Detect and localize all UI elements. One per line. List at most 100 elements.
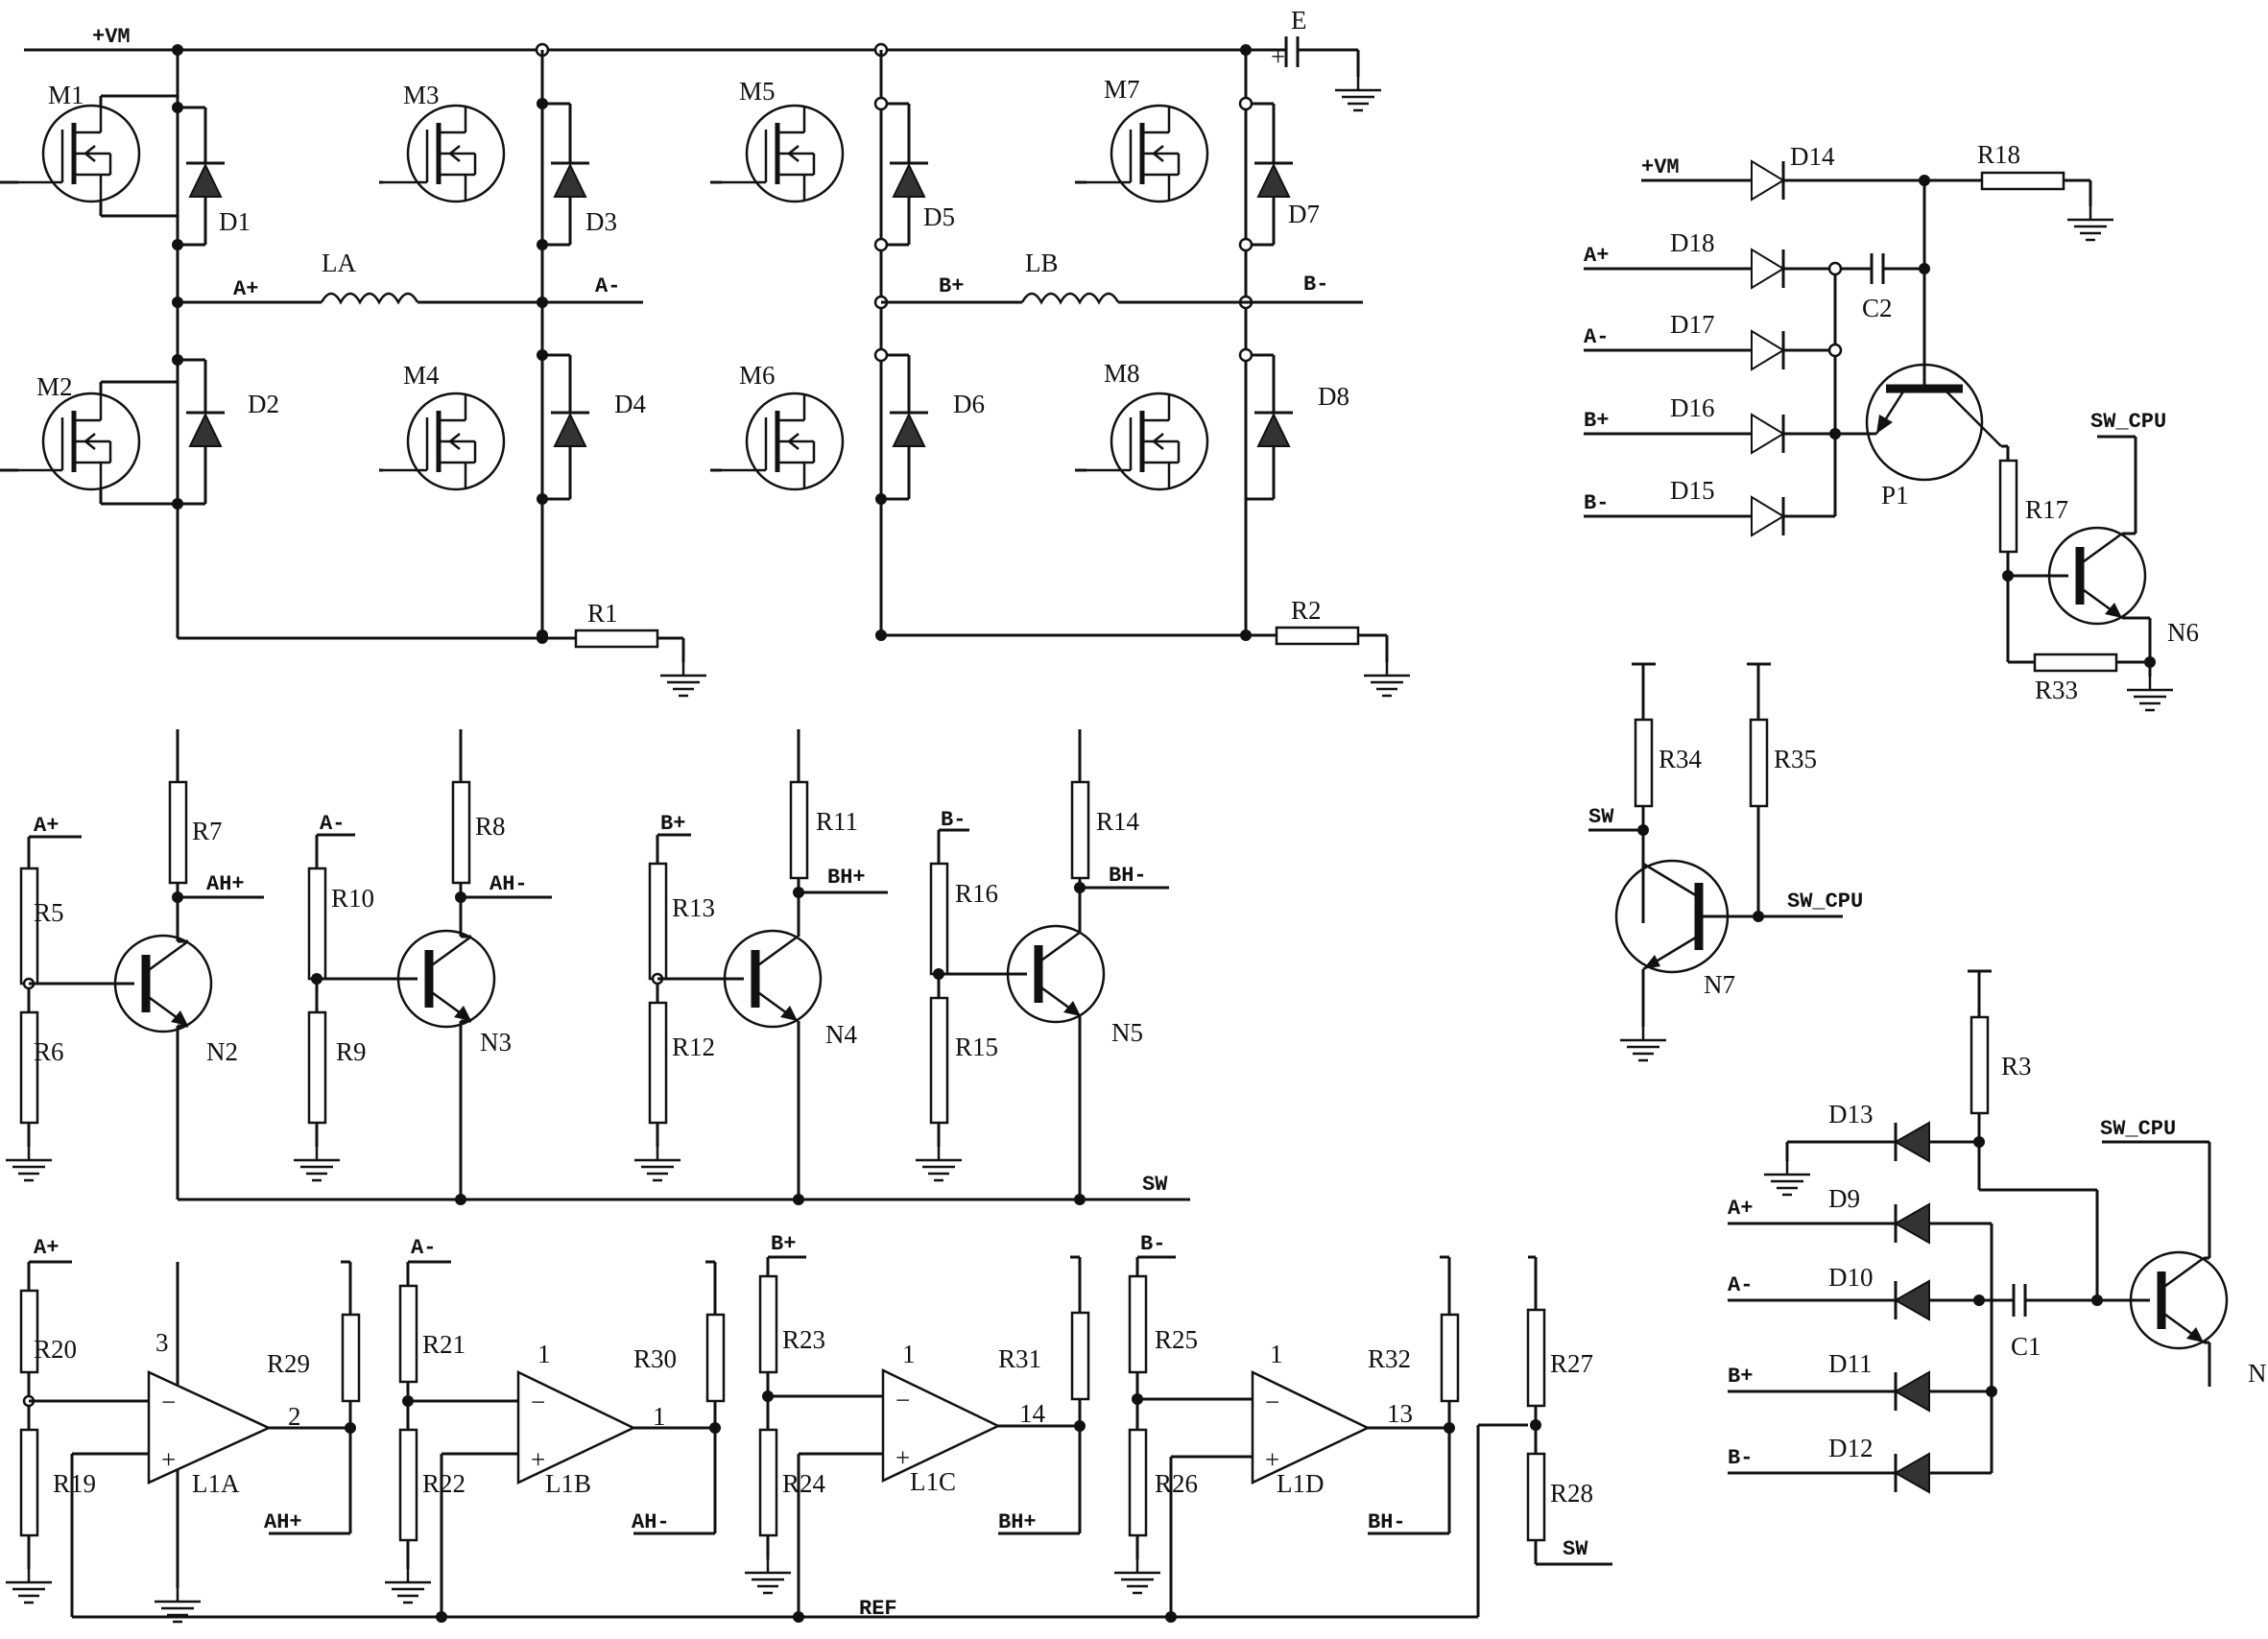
mosfet-m6 <box>722 393 843 489</box>
mosfet-m3 <box>383 106 504 202</box>
diode-d4-label: D4 <box>614 390 646 418</box>
pre-driver-stage: SW A+ R5 R6 R7 AH+ N2 A- <box>4 729 1190 1205</box>
net-label-b-minus-d15: B- <box>1584 491 1609 515</box>
net-label-ah-plus-l1a: AH+ <box>264 1510 302 1534</box>
net-label-sw-n7: SW <box>1588 805 1614 829</box>
ref-divider: R27 R28 SW <box>1526 1255 1612 1566</box>
r22-label: R22 <box>422 1469 466 1498</box>
transistor-n7 <box>1614 859 1730 974</box>
r34-label: R34 <box>1659 745 1703 773</box>
mosfet-m8 <box>1086 393 1207 489</box>
opamp-l1d-label: L1D <box>1277 1469 1325 1498</box>
transistor-p1 <box>1835 363 2002 482</box>
net-label-ah-minus-l1b: AH- <box>632 1510 670 1534</box>
net-label-bh-minus-l1d: BH- <box>1368 1510 1406 1534</box>
l1a-plus: + <box>161 1445 176 1474</box>
l1a-minus: − <box>161 1388 176 1416</box>
l1c-out-pin: 14 <box>1019 1399 1046 1428</box>
net-label-a-minus-l1b: A- <box>411 1236 436 1260</box>
net-label-sw-ref: SW <box>1563 1537 1588 1561</box>
leg-4 <box>1238 50 1276 641</box>
r17-label: R17 <box>2025 495 2068 524</box>
diode-d2 <box>186 411 225 447</box>
r21-label: R21 <box>422 1330 466 1359</box>
transistor-n2-label: N2 <box>206 1037 238 1066</box>
net-label-vm: +VM <box>92 25 131 49</box>
diode-d13-label: D13 <box>1828 1100 1874 1128</box>
r20-label: R20 <box>34 1335 77 1364</box>
comparator-l1b: A- − + R21 R22 R30 1 1 L1B AH- <box>383 1236 726 1617</box>
cap-e-plus-label: + <box>1271 42 1285 71</box>
net-label-a-plus-d18: A+ <box>1584 244 1609 268</box>
mosfet-m4-label: M4 <box>403 361 440 390</box>
r18-label: R18 <box>1977 140 2020 169</box>
mosfet-m4 <box>383 393 504 489</box>
inductor-lb-label: LB <box>1025 249 1059 277</box>
diode-d7-label: D7 <box>1288 200 1320 228</box>
r24-label: R24 <box>782 1469 826 1498</box>
net-label-b-minus-n5: B- <box>941 808 966 832</box>
diode-d5 <box>890 161 928 198</box>
l1d-plus: + <box>1265 1445 1279 1474</box>
l1b-out-pin: 1 <box>653 1402 666 1431</box>
r3-label: R3 <box>2001 1052 2032 1081</box>
net-label-b-plus-d11: B+ <box>1728 1365 1753 1389</box>
net-label-bh-plus-n4: BH+ <box>827 866 866 890</box>
net-label-a-plus-bridge: A+ <box>233 277 258 301</box>
diode-d8-label: D8 <box>1318 382 1349 411</box>
l1a-out-pin: 2 <box>288 1402 301 1431</box>
net-label-a-minus-d17: A- <box>1584 325 1609 349</box>
diode-d14-label: D14 <box>1790 142 1835 171</box>
opamp-l1a-label: L1A <box>192 1469 240 1498</box>
l1d-out-pin: 13 <box>1387 1399 1413 1428</box>
r5-label: R5 <box>34 898 64 927</box>
cap-c2-label: C2 <box>1862 294 1893 322</box>
r31-label: R31 <box>998 1344 1041 1373</box>
h-bridge: +VM E + <box>0 6 1412 698</box>
net-label-sw-cpu-c1: SW_CPU <box>2100 1117 2176 1141</box>
diode-d15-label: D15 <box>1670 476 1715 505</box>
diode-d1 <box>186 161 225 198</box>
l1b-top-pin: 1 <box>537 1340 551 1368</box>
r23-label: R23 <box>782 1325 825 1354</box>
net-label-a-plus-l1a: A+ <box>34 1236 59 1260</box>
mosfet-m2 <box>18 393 139 489</box>
l1d-top-pin: 1 <box>1270 1340 1283 1368</box>
transistor-n6-label: N6 <box>2167 618 2199 647</box>
l1b-plus: + <box>531 1445 545 1474</box>
mosfet-m1 <box>18 106 139 202</box>
net-label-a-minus-bridge: A- <box>595 274 620 298</box>
diode-d11-label: D11 <box>1828 1349 1873 1378</box>
mosfet-m8-label: M8 <box>1104 359 1140 388</box>
net-label-a-minus-n3: A- <box>320 812 345 836</box>
r2-label: R2 <box>1291 596 1322 625</box>
net-label-sw-bus: SW <box>1142 1173 1168 1197</box>
net-label-b-plus-d16: B+ <box>1584 409 1609 433</box>
transistor-n-partial-label: N <box>2248 1359 2267 1388</box>
opamp-l1c-label: L1C <box>910 1467 956 1496</box>
leg-3 <box>873 50 911 641</box>
net-label-b-minus-l1d: B- <box>1140 1232 1165 1256</box>
r19-label: R19 <box>53 1469 96 1498</box>
diode-d6-label: D6 <box>953 390 985 418</box>
mosfet-m1-label: M1 <box>48 81 84 109</box>
net-label-a-plus-n2: A+ <box>34 814 59 838</box>
stage-n4: B+ R13 R12 R11 BH+ N4 <box>633 729 888 1205</box>
r25-label: R25 <box>1155 1325 1198 1354</box>
net-label-a-plus-d9: A+ <box>1728 1197 1753 1221</box>
detector-c1: R3 D13 A+ D9 A- D10 B+ D11 B- D12 C1 SW_… <box>1728 969 2267 1494</box>
stage-n5: B- R16 R15 R14 BH- N5 <box>914 729 1169 1205</box>
comparator-l1c: B+ − + R23 R24 R31 14 1 L1C BH+ <box>743 1232 1090 1617</box>
inductor-la-label: LA <box>322 249 356 277</box>
r12-label: R12 <box>672 1033 715 1061</box>
comparator-stage: REF A+ − + R20 R19 R29 2 3 L1A AH+ <box>4 1232 1612 1624</box>
mosfet-m2-label: M2 <box>36 372 73 401</box>
cap-c1-label: C1 <box>2011 1332 2041 1361</box>
mosfet-m3-label: M3 <box>403 81 440 109</box>
r10-label: R10 <box>331 884 374 913</box>
net-label-vm-d14: +VM <box>1641 155 1680 179</box>
r15-label: R15 <box>955 1033 998 1061</box>
l1d-minus: − <box>1265 1388 1279 1416</box>
mosfet-m5 <box>722 106 843 202</box>
cap-e-label: E <box>1291 6 1307 35</box>
